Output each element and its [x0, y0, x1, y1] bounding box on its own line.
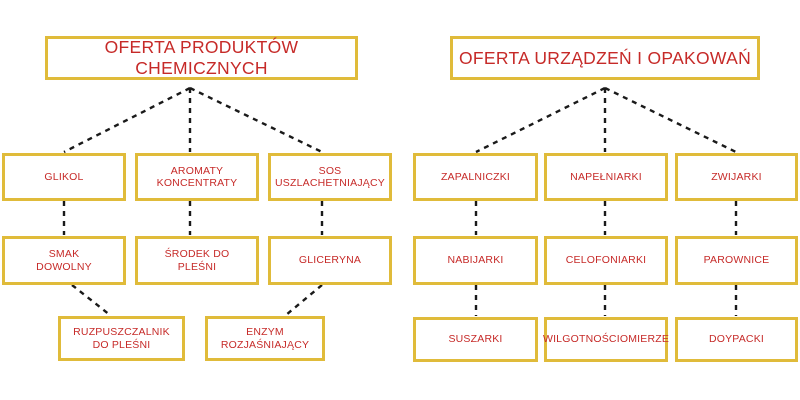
connector-left-header-to-glikol — [63, 86, 191, 154]
node-zapalniczki-label: ZAPALNICZKI — [440, 170, 511, 183]
header-chemical-products-label: OFERTA PRODUKTÓW CHEMICZNYCH — [104, 37, 299, 78]
node-gliceryna-label: GLICERYNA — [298, 254, 362, 267]
node-zwijarki-label: ZWIJARKI — [711, 170, 762, 183]
node-zapalniczki[interactable]: ZAPALNICZKI — [413, 153, 538, 201]
header-devices-packaging[interactable]: OFERTA URZĄDZEŃ I OPAKOWAŃ — [450, 36, 760, 80]
node-srodek-do-plesni-label: ŚRODEK DO PLEŚNI — [164, 248, 230, 273]
header-devices-packaging-label: OFERTA URZĄDZEŃ I OPAKOWAŃ — [458, 47, 752, 68]
node-doypacki-label: DOYPACKI — [708, 333, 765, 346]
node-ruzpuszczalnik-do-plesni-label: RUZPUSZCZALNIK DO PLEŚNI — [73, 326, 170, 351]
node-sos-uszlachetniajacy-label: SOS USZLACHETNIAJĄCY — [275, 164, 385, 189]
node-enzym-rozjasniajacy-label: ENZYM ROZJAŚNIAJĄCY — [220, 326, 310, 351]
connector-gliceryna-to-enzym — [285, 284, 323, 316]
node-wilgotnosciomierze[interactable]: WILGOTNOŚCIOMIERZE — [543, 317, 669, 362]
node-smak-dowolny[interactable]: SMAK DOWOLNY — [2, 236, 126, 285]
node-celofoniarki[interactable]: CELOFONIARKI — [544, 236, 668, 285]
node-aromaty-koncentraty[interactable]: AROMATY KONCENTRATY — [135, 153, 259, 201]
node-sos-uszlachetniajacy[interactable]: SOS USZLACHETNIAJĄCY — [268, 153, 392, 201]
node-enzym-rozjasniajacy[interactable]: ENZYM ROZJAŚNIAJĄCY — [205, 316, 325, 361]
node-napelniarki[interactable]: NAPEŁNIARKI — [544, 153, 668, 201]
node-nabijarki[interactable]: NABIJARKI — [413, 236, 538, 285]
node-glikol-label: GLIKOL — [44, 170, 84, 183]
node-zwijarki[interactable]: ZWIJARKI — [675, 153, 798, 201]
node-napelniarki-label: NAPEŁNIARKI — [570, 170, 642, 183]
header-chemical-products[interactable]: OFERTA PRODUKTÓW CHEMICZNYCH — [45, 36, 358, 80]
connector-right-header-to-zwijarki — [604, 86, 737, 154]
node-parownice-label: PAROWNICE — [703, 254, 770, 267]
node-smak-dowolny-label: SMAK DOWOLNY — [36, 248, 92, 273]
node-suszarki[interactable]: SUSZARKI — [413, 317, 538, 362]
connector-smak-to-ruzpuszczalnik — [71, 284, 111, 316]
node-suszarki-label: SUSZARKI — [448, 333, 503, 346]
node-glikol[interactable]: GLIKOL — [2, 153, 126, 201]
node-celofoniarki-label: CELOFONIARKI — [565, 254, 647, 267]
node-doypacki[interactable]: DOYPACKI — [675, 317, 798, 362]
connector-left-header-to-sos — [189, 86, 323, 154]
node-aromaty-koncentraty-label: AROMATY KONCENTRATY — [156, 164, 238, 189]
node-srodek-do-plesni[interactable]: ŚRODEK DO PLEŚNI — [135, 236, 259, 285]
node-ruzpuszczalnik-do-plesni[interactable]: RUZPUSZCZALNIK DO PLEŚNI — [58, 316, 185, 361]
node-gliceryna[interactable]: GLICERYNA — [268, 236, 392, 285]
node-wilgotnosciomierze-label: WILGOTNOŚCIOMIERZE — [542, 333, 670, 346]
node-parownice[interactable]: PAROWNICE — [675, 236, 798, 285]
connector-right-header-to-zapalniczki — [475, 86, 606, 154]
node-nabijarki-label: NABIJARKI — [447, 254, 504, 267]
